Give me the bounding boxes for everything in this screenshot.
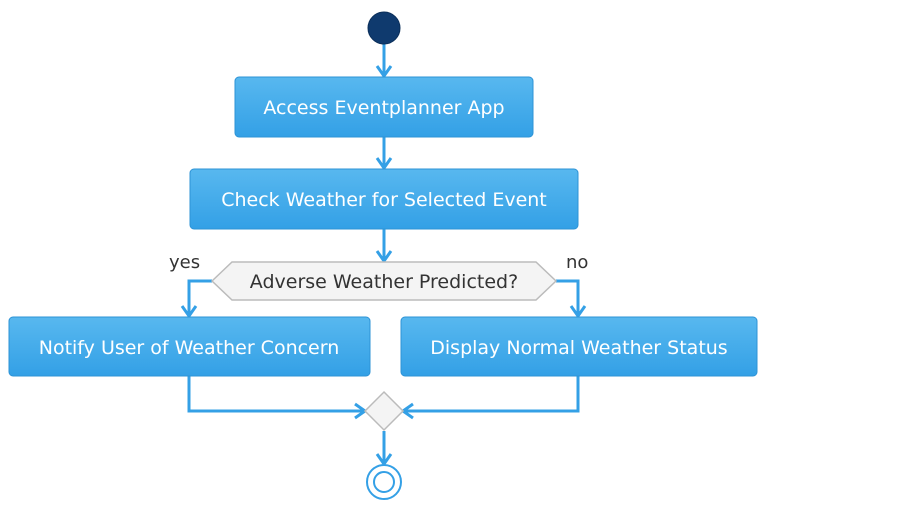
edge-decision-yes <box>187 279 212 316</box>
edge-decision-no <box>556 279 580 316</box>
action-notify-box <box>8 316 371 377</box>
action-display-label: Display Normal Weather Status <box>430 337 727 359</box>
end-node-inner <box>373 471 395 493</box>
arrowhead <box>375 157 393 171</box>
arrowhead <box>569 305 587 319</box>
action-notify-label: Notify User of Weather Concern <box>39 337 340 359</box>
arrowhead <box>180 305 198 319</box>
edge-display-to-merge <box>403 376 580 413</box>
branch-no-label: no <box>566 252 588 273</box>
action-display-box <box>400 316 758 377</box>
arrowhead <box>375 65 393 79</box>
action-access-label: Access Eventplanner App <box>263 97 504 119</box>
action-check-label: Check Weather for Selected Event <box>221 189 547 211</box>
arrowhead <box>375 250 393 264</box>
action-check-box <box>189 168 579 230</box>
start-node <box>367 11 401 45</box>
edge-notify-to-merge <box>187 376 365 413</box>
decision-label: Adverse Weather Predicted? <box>250 271 518 293</box>
merge-node <box>363 390 405 432</box>
decision-node <box>210 261 558 301</box>
action-access-box <box>234 76 534 138</box>
branch-yes-label: yes <box>169 252 200 273</box>
